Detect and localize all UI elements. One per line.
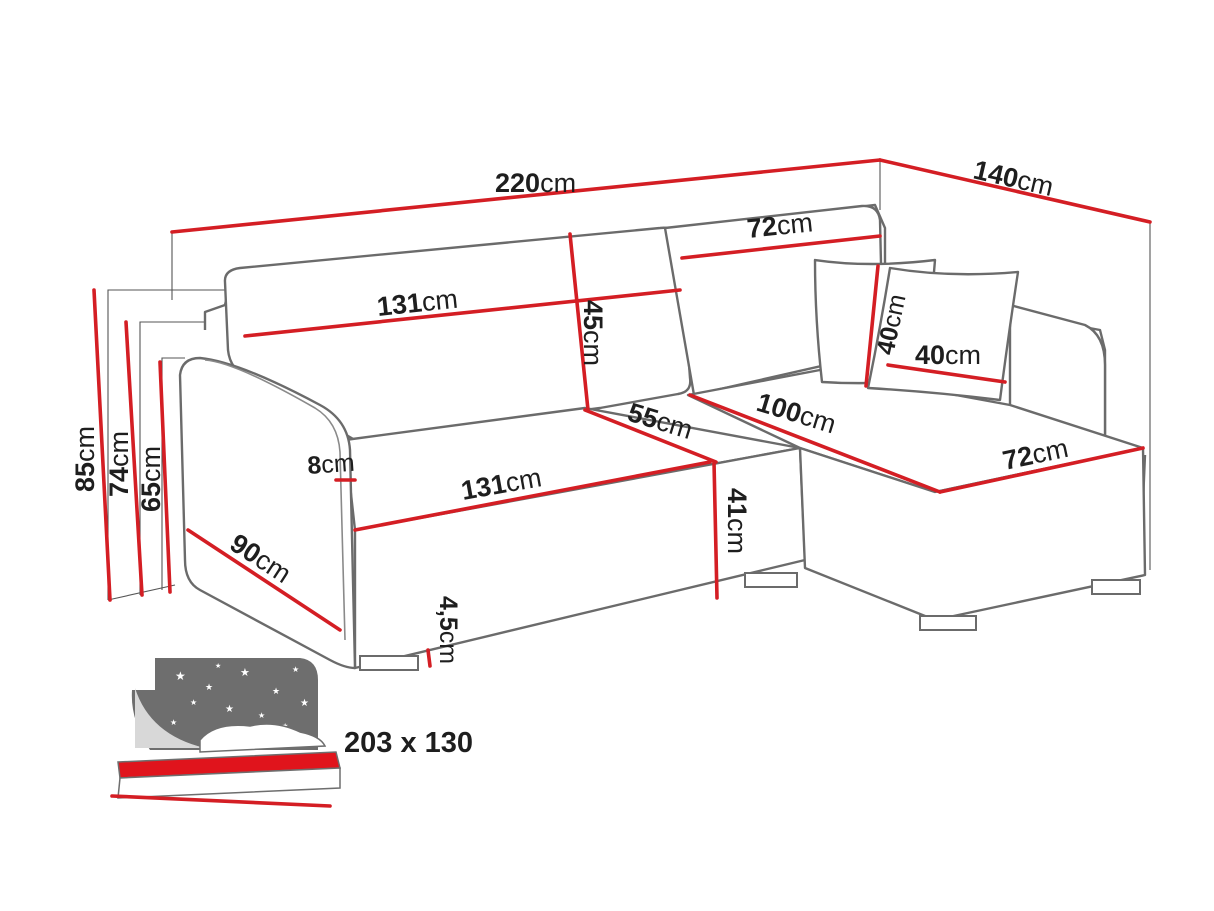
- right-armrest: [1008, 303, 1107, 442]
- svg-text:★: ★: [215, 662, 221, 670]
- dimension-lines: [92, 158, 1152, 668]
- label-total-width: 220cm: [495, 168, 576, 198]
- label-seat-width: 131cm: [459, 462, 544, 506]
- chaise-front: [798, 446, 1147, 622]
- foot-chaise-back: [1091, 579, 1141, 595]
- foot-front-middle: [744, 572, 798, 588]
- foot-front-left: [359, 655, 419, 671]
- label-armrest-width: 8cm: [306, 449, 355, 480]
- label-pillow-height: 40cm: [871, 292, 911, 358]
- label-chaise-width: 72cm: [1000, 433, 1071, 476]
- label-seat-front-height: 41cm: [722, 488, 752, 554]
- label-backrest-height: 45cm: [578, 300, 608, 366]
- sofa-body: [178, 203, 1147, 671]
- foot-chaise-front: [919, 615, 977, 631]
- label-total-height: 85cm: [70, 426, 100, 492]
- svg-text:★: ★: [170, 718, 177, 727]
- label-pillow-width: 40cm: [915, 340, 981, 370]
- svg-text:★: ★: [240, 667, 250, 679]
- label-leg-height: 4,5cm: [434, 596, 462, 664]
- svg-text:★: ★: [225, 704, 234, 715]
- label-total-depth: 140cm: [971, 155, 1057, 202]
- svg-text:★: ★: [258, 711, 265, 720]
- svg-text:★: ★: [272, 686, 280, 696]
- bed-icon: ★ ★ ★ ★ ★ ★ ★ ★ ★ ★ ★ ★: [110, 658, 341, 808]
- label-corner-cushion-width: 72cm: [745, 207, 814, 244]
- svg-text:★: ★: [190, 698, 197, 707]
- svg-text:★: ★: [292, 665, 299, 674]
- stars-icon: ★ ★ ★ ★ ★ ★ ★ ★ ★ ★ ★ ★: [170, 662, 309, 730]
- label-backrest-lower-height: 65cm: [136, 446, 166, 512]
- label-backrest-width: 131cm: [375, 284, 459, 322]
- label-sleeping-area: 203 x 130: [344, 727, 473, 759]
- left-armrest: [178, 356, 357, 670]
- svg-text:★: ★: [175, 669, 186, 683]
- svg-text:★: ★: [300, 698, 309, 709]
- dimension-labels: 220cm 140cm 131cm 45cm 72cm 40cm 40cm 8c…: [70, 155, 1071, 759]
- svg-text:★: ★: [205, 682, 213, 692]
- label-armrest-height: 74cm: [104, 431, 134, 497]
